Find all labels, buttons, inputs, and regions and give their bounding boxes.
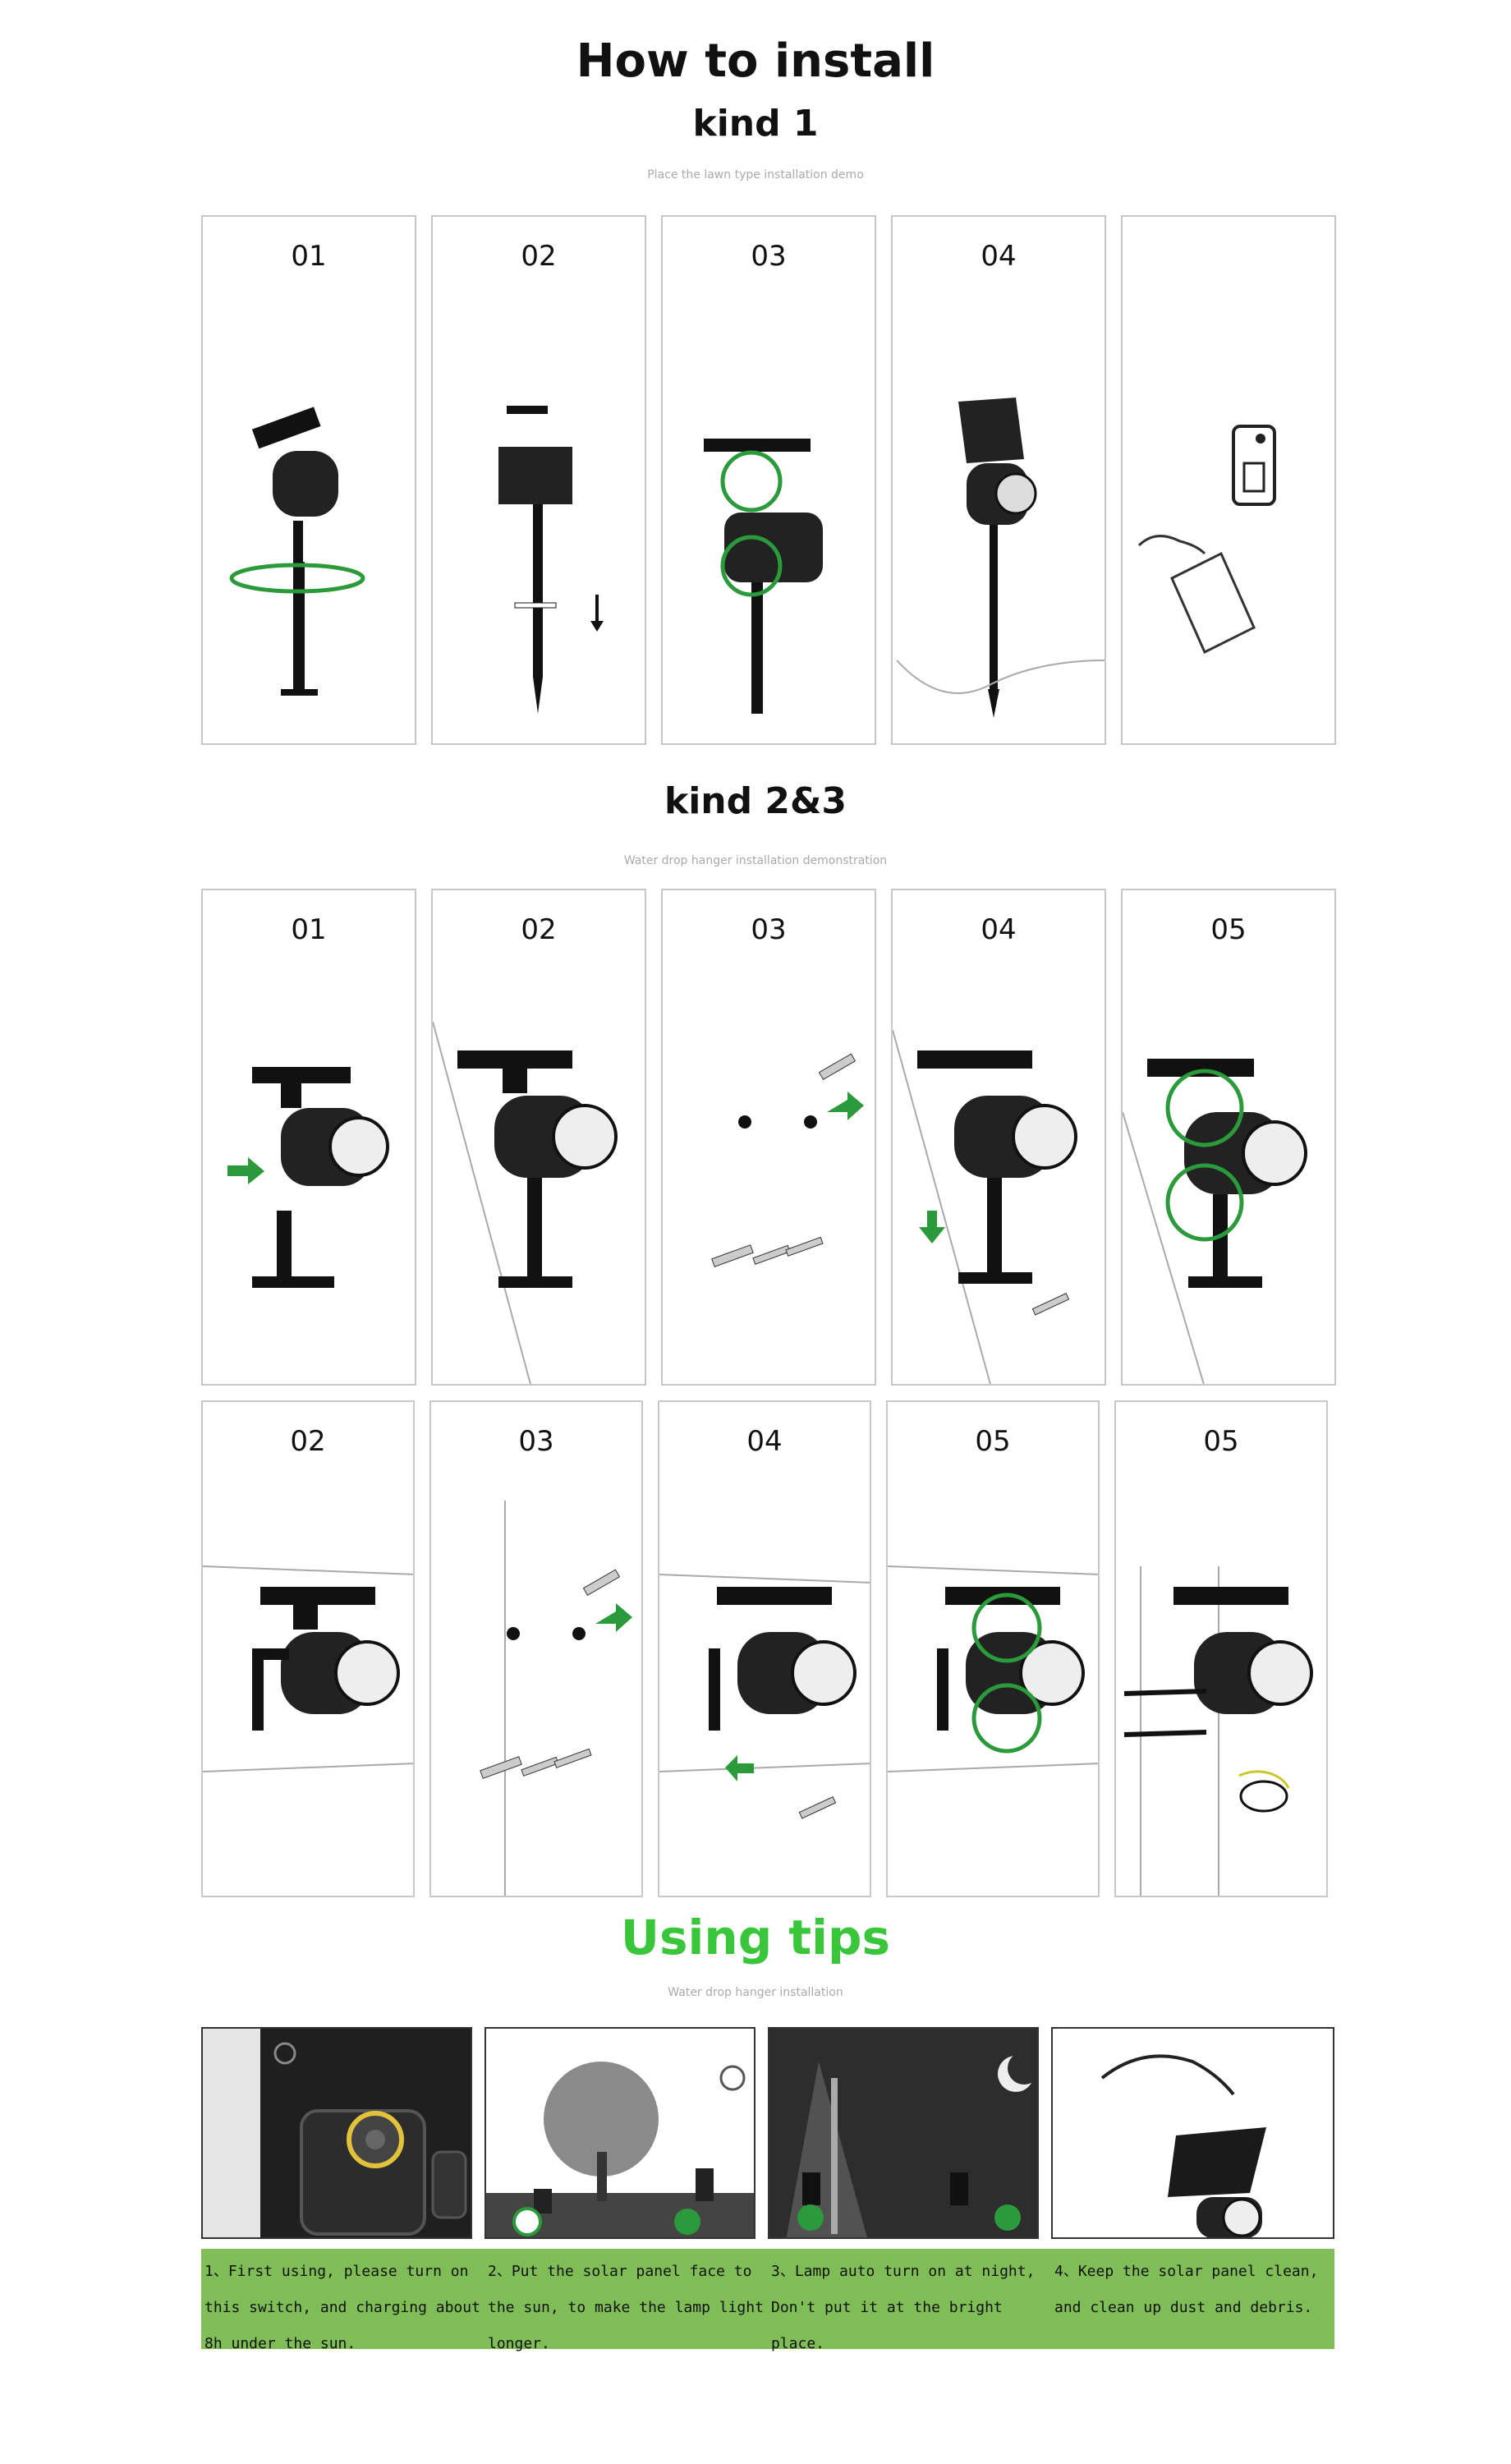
screw-bracket-icon [659,1574,870,1819]
step-number: 01 [291,913,327,946]
step-number: 03 [751,240,787,273]
night-street-lamp-icon [786,2052,1037,2237]
wall-mount-side-icon [203,1565,413,1772]
screw-bracket-icon [893,1029,1077,1384]
kind23-step-panel: 03 [429,1400,643,1897]
tip-text-4: 4、Keep the solar panel clean, and clean … [1051,2249,1334,2349]
step-number: 03 [518,1425,554,1458]
rotate-adjust-icon [704,439,823,714]
rotate-adjust-icon [1123,1059,1307,1384]
cable-tie-mount-icon [1123,1566,1313,1896]
step-number: 04 [981,240,1017,273]
step-number: 01 [291,240,327,273]
kind23-heading: kind 2&3 [664,780,847,822]
clean-panel-icon [1100,2054,1266,2237]
spike-assembly-icon [229,407,365,696]
kind23-step-panel: 04 [891,889,1106,1386]
insert-stake-icon [498,406,604,714]
drill-holes-icon [480,1501,632,1896]
power-switch-icon [203,2029,471,2237]
wall-light-assembled-icon [433,1021,618,1384]
tip-image-clean [1051,2027,1334,2239]
tip-text-1: 1、First using, please turn on this switc… [201,2249,485,2352]
step-number: 05 [1210,913,1247,946]
tip-text-2: 2、Put the solar panel face to the sun, t… [485,2249,768,2352]
step-number: 04 [981,913,1017,946]
attach-bracket-icon [227,1067,389,1288]
kind1-step-panel: 03 [661,215,876,745]
kind23-step-panel: 05 [1114,1400,1328,1897]
step-number: 02 [521,913,557,946]
tip-image-sun [485,2027,756,2239]
kind1-step-panel: 02 [431,215,646,745]
tip-text-3: 3、Lamp auto turn on at night, Don't put … [768,2249,1051,2352]
kind23-step-panel: 03 [661,889,876,1386]
rotate-adjust-icon [888,1565,1098,1772]
step-number: 03 [751,913,787,946]
kind1-step-panel: 01 [201,215,416,745]
kind1-step-panel [1121,215,1336,745]
tip-image-switch [201,2027,472,2239]
kind1-subtitle: Place the lawn type installation demo [647,168,864,182]
sun-tree-icon [486,2062,754,2237]
kind23-step-panel: 05 [886,1400,1100,1897]
page-title: How to install [576,34,935,88]
kind23-step-panel: 02 [201,1400,415,1897]
kind23-subtitle: Water drop hanger installation demonstra… [623,854,888,867]
kind23-step-panel: 05 [1121,889,1336,1386]
kind23-step-panel: 04 [658,1400,871,1897]
tips-heading: Using tips [620,1910,891,1965]
drill-holes-icon [711,1053,864,1267]
kind23-step-panel: 01 [201,889,416,1386]
finished-lawn-light-icon [896,398,1105,718]
step-number: 05 [1203,1425,1239,1458]
step-number: 02 [521,240,557,273]
remove-protective-film-icon [1137,425,1276,655]
step-number: 05 [975,1425,1011,1458]
kind23-step-panel: 02 [431,889,646,1386]
tip-image-night [768,2027,1039,2239]
kind1-step-panel: 04 [891,215,1106,745]
kind1-heading: kind 1 [692,103,819,145]
step-number: 02 [290,1425,326,1458]
tips-subtitle: Water drop hanger installation [668,1986,843,1999]
step-number: 04 [746,1425,783,1458]
